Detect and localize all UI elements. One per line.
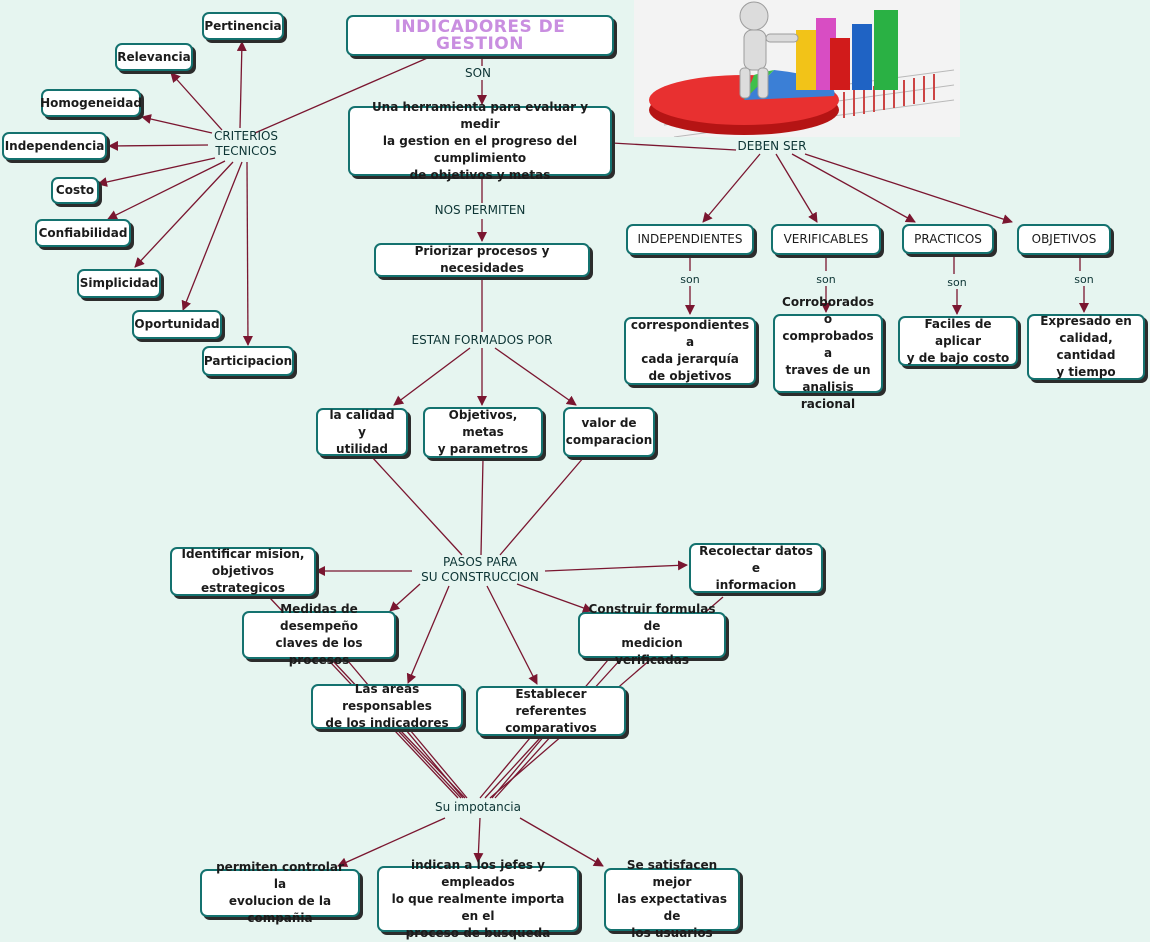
importancia-label: Su impotancia: [435, 800, 521, 814]
estan-formados-label: ESTAN FORMADOS POR: [411, 333, 553, 347]
son-label-2: son: [816, 273, 836, 286]
deben-verificables: VERIFICABLES: [771, 224, 881, 255]
son-label-4: son: [1074, 273, 1094, 286]
desc-practicos: Faciles de aplicar y de bajo costo: [898, 316, 1018, 366]
desc-verificables: Corroborados o comprobados a traves de u…: [773, 295, 883, 411]
criterio-independencia: Independencia: [2, 132, 107, 160]
criterio-relevancia: Relevancia: [115, 43, 193, 71]
nos-permiten-label: NOS PERMITEN: [434, 203, 526, 217]
paso-construir: Construir formulas de medicion verificad…: [578, 602, 726, 667]
criterio-oportunidad: Oportunidad: [132, 310, 222, 339]
importancia-controlar: permiten controlar la evolucion de la co…: [200, 860, 360, 925]
importancia-satisfacen: Se satisfacen mejor las expectativas de …: [604, 858, 740, 940]
desc-objetivos: Expresado en calidad, cantidad y tiempo: [1027, 314, 1145, 380]
importancia-indican: indican a los jefes y empleados lo que r…: [377, 858, 579, 940]
criterio-pertinencia: Pertinencia: [202, 12, 284, 40]
priorizar-node: Priorizar procesos y necesidades: [374, 243, 590, 277]
formado-objetivos: Objetivos, metas y parametros: [423, 407, 543, 458]
pasos-label: PASOS PARA SU CONSTRUCCION: [421, 555, 539, 584]
formado-valor: valor de comparacion: [563, 407, 655, 457]
deben-objetivos: OBJETIVOS: [1017, 224, 1111, 255]
criterio-simplicidad: Simplicidad: [77, 269, 161, 298]
paso-identificar: Identificar mision, objetivos estrategic…: [170, 547, 316, 596]
criterio-confiabilidad: Confiabilidad: [35, 219, 131, 247]
desc-independientes: correspondientes a cada jerarquía de obj…: [624, 317, 756, 385]
formado-calidad: la calidad y utilidad: [316, 408, 408, 456]
paso-medidas: Medidas de desempeño claves de los proce…: [242, 602, 396, 667]
definition-node: Una herramienta para evaluar y medir la …: [348, 100, 612, 182]
criterio-homogeneidad: Homogeneidad: [40, 89, 142, 117]
deben-independientes: INDEPENDIENTES: [626, 224, 754, 255]
son-label-1: son: [680, 273, 700, 286]
son-label-3: son: [947, 276, 967, 289]
criterio-costo: Costo: [51, 177, 99, 204]
paso-areas: Las areas responsables de los indicadore…: [311, 682, 463, 730]
criterios-tecnicos-label: CRITERIOS TECNICOS: [213, 129, 279, 158]
title-node: INDICADORES DE GESTION: [346, 15, 614, 56]
paso-establecer: Establecer referentes comparativos: [476, 686, 626, 736]
deben-practicos: PRACTICOS: [902, 224, 994, 254]
deben-ser-label: DEBEN SER: [737, 139, 807, 153]
son-label: SON: [464, 66, 492, 80]
criterio-participacion: Participacion: [202, 346, 294, 376]
person-with-chart-picture: [634, 0, 960, 137]
paso-recolectar: Recolectar datos e informacion: [689, 543, 823, 593]
